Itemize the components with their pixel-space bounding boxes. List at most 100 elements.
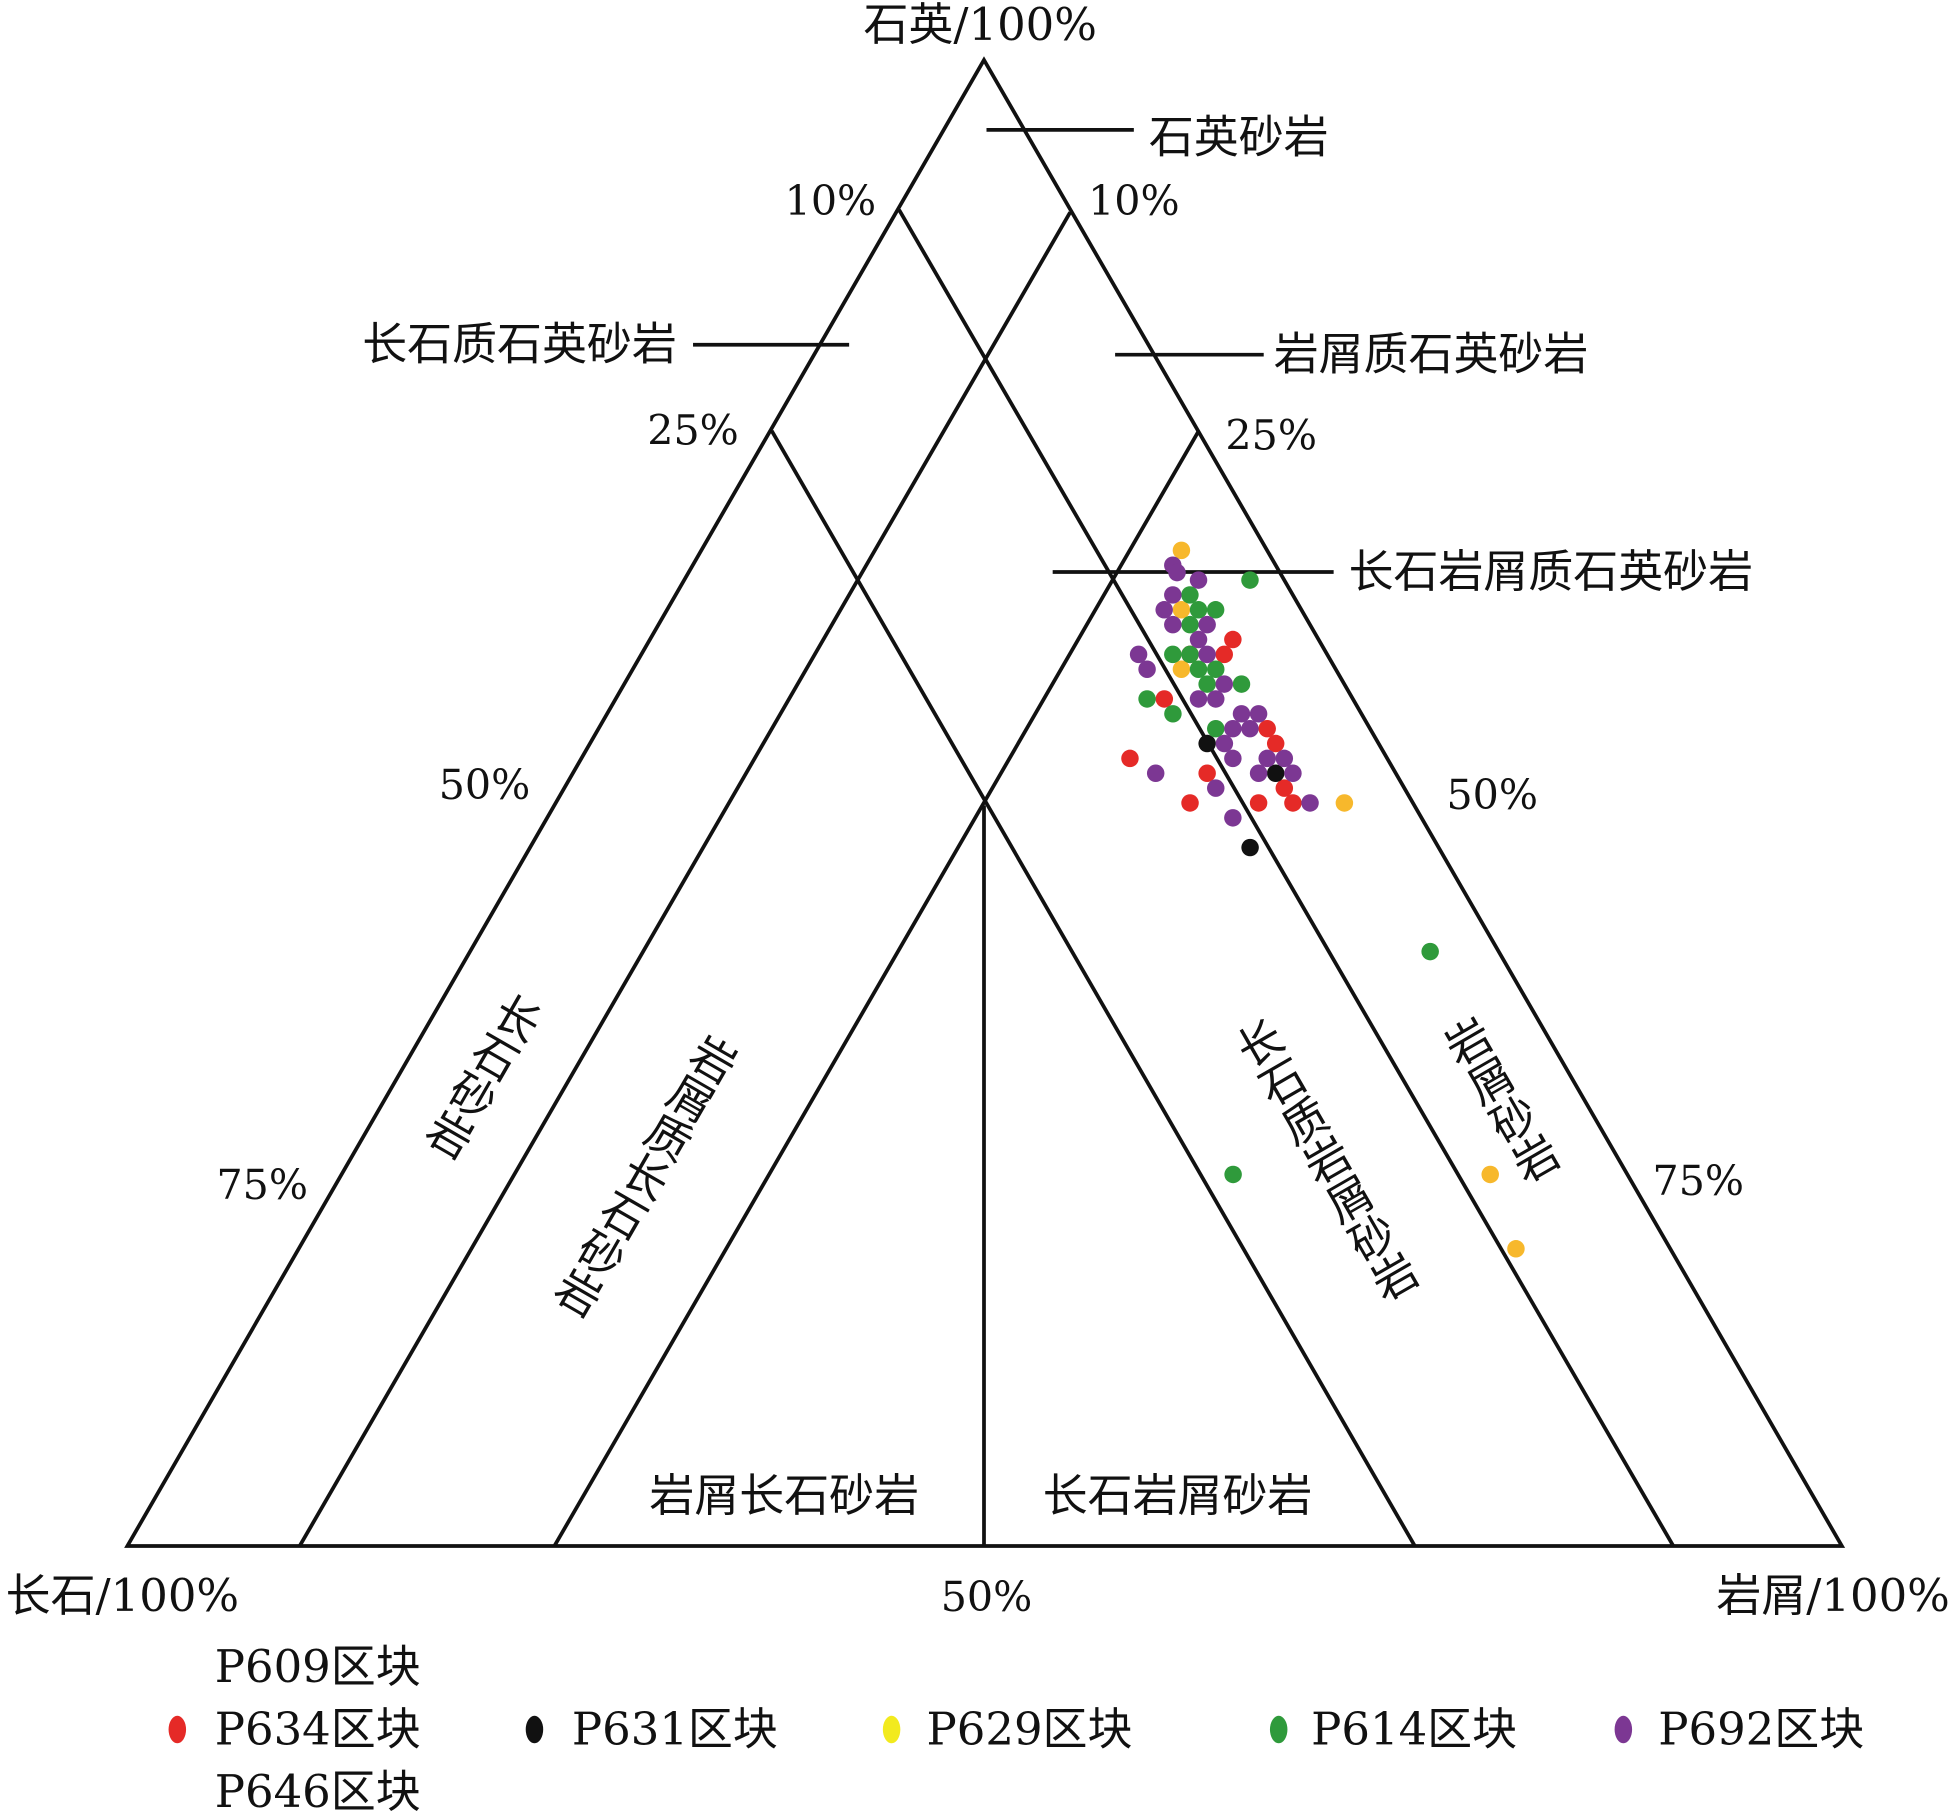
data-point (1224, 630, 1242, 649)
data-point (1224, 809, 1242, 827)
data-point (1249, 794, 1268, 812)
data-point (1232, 675, 1251, 693)
data-point (1198, 675, 1216, 693)
data-point (1164, 705, 1182, 723)
data-point (1224, 1165, 1242, 1184)
region-label: 岩屑质长石砂岩 (541, 1024, 744, 1323)
data-point (1164, 645, 1182, 664)
data-point (1172, 601, 1191, 619)
data-point (1172, 660, 1191, 678)
data-point (1172, 541, 1191, 560)
data-point (1189, 630, 1208, 649)
data-point (1275, 779, 1294, 797)
data-point (1207, 779, 1225, 797)
data-point (1181, 586, 1199, 604)
data-point (1284, 794, 1302, 812)
tick-label: 25% (1225, 412, 1317, 460)
legend-label: P646区块 (215, 1765, 421, 1812)
data-point (1155, 690, 1174, 708)
region-label: 长石砂岩 (413, 983, 549, 1165)
data-point (1241, 838, 1259, 857)
legend-label: P634区块 (215, 1703, 421, 1756)
data-point (1138, 690, 1156, 708)
data-point (1249, 705, 1268, 723)
data-point (1301, 794, 1319, 812)
legend-label: P631区块 (572, 1703, 778, 1756)
tick-label: 50% (1446, 771, 1538, 819)
data-point (1224, 749, 1242, 768)
line-right-10 (298, 211, 1072, 1547)
data-point (1241, 571, 1259, 589)
data-point (1146, 764, 1165, 783)
data-point (1241, 719, 1259, 738)
data-points (1121, 541, 1525, 1258)
legend-label: P614区块 (1311, 1703, 1517, 1756)
data-point (1181, 645, 1199, 664)
data-point (1189, 660, 1208, 678)
data-point (1168, 563, 1186, 582)
tick-label: 50% (941, 1573, 1033, 1621)
tick-labels: 10% 10% 25% 25% 50% 50% 75% 75% 50% (216, 177, 1744, 1621)
data-point (1181, 615, 1199, 634)
data-point (1215, 675, 1233, 693)
legend-label: P609区块 (215, 1640, 421, 1693)
line-right-25 (552, 429, 1201, 1547)
line-left-25 (770, 429, 1417, 1547)
vertex-label-lithic: 岩屑/100% (1716, 1569, 1950, 1622)
data-point (1198, 764, 1216, 783)
vertex-label-quartz: 石英/100% (863, 0, 1096, 51)
data-point (1275, 749, 1294, 768)
data-point (1207, 719, 1225, 738)
data-point (1266, 734, 1285, 753)
legend-marker-purple (1614, 1715, 1633, 1744)
legend-marker-yellow (882, 1715, 901, 1744)
data-point (1189, 601, 1208, 619)
region-label: 石英砂岩 (1149, 110, 1329, 163)
region-labels: 石英砂岩 长石质石英砂岩 岩屑质石英砂岩 长石岩屑质石英砂岩 长石砂岩 岩屑质长… (362, 110, 1753, 1522)
data-point (1189, 690, 1208, 708)
data-point (1121, 749, 1139, 768)
tick-label: 75% (216, 1161, 308, 1209)
data-point (1207, 660, 1225, 678)
data-point (1481, 1165, 1499, 1184)
tick-label: 75% (1652, 1157, 1744, 1205)
data-point (1207, 690, 1225, 708)
data-point (1232, 705, 1251, 723)
data-point (1215, 645, 1233, 664)
region-label: 长石岩屑砂岩 (1043, 1469, 1313, 1522)
data-point (1335, 794, 1354, 812)
data-point (1198, 645, 1216, 664)
line-left-10 (897, 208, 1675, 1547)
tick-label: 10% (1088, 177, 1180, 225)
data-point (1181, 794, 1199, 812)
data-point (1164, 586, 1182, 604)
data-point (1198, 734, 1216, 753)
data-point (1164, 615, 1182, 634)
tick-label: 25% (647, 407, 739, 455)
data-point (1155, 601, 1173, 619)
tick-label: 50% (439, 761, 531, 809)
data-point (1421, 942, 1439, 961)
classification-lines (124, 56, 1846, 1548)
data-point (1258, 749, 1276, 768)
region-label: 岩屑质石英砂岩 (1274, 328, 1589, 381)
data-point (1215, 734, 1234, 753)
data-point (1206, 601, 1225, 619)
data-point (1507, 1240, 1525, 1258)
data-point (1266, 764, 1285, 783)
data-point (1249, 764, 1268, 783)
legend: P609区块 P634区块 P646区块 P631区块 P629区块 P614区… (168, 1640, 1864, 1812)
data-point (1138, 660, 1156, 678)
data-point (1189, 571, 1208, 589)
data-point (1224, 719, 1242, 738)
legend-marker-green (1269, 1715, 1288, 1744)
vertex-label-feldspar: 长石/100% (6, 1569, 240, 1622)
data-point (1258, 719, 1276, 738)
region-label: 长石岩屑质石英砂岩 (1349, 545, 1753, 598)
region-label: 岩屑长石砂岩 (649, 1469, 919, 1522)
data-point (1198, 615, 1216, 634)
legend-label: P629区块 (927, 1703, 1133, 1756)
region-label: 长石质石英砂岩 (362, 318, 677, 371)
legend-marker-red (168, 1715, 187, 1744)
